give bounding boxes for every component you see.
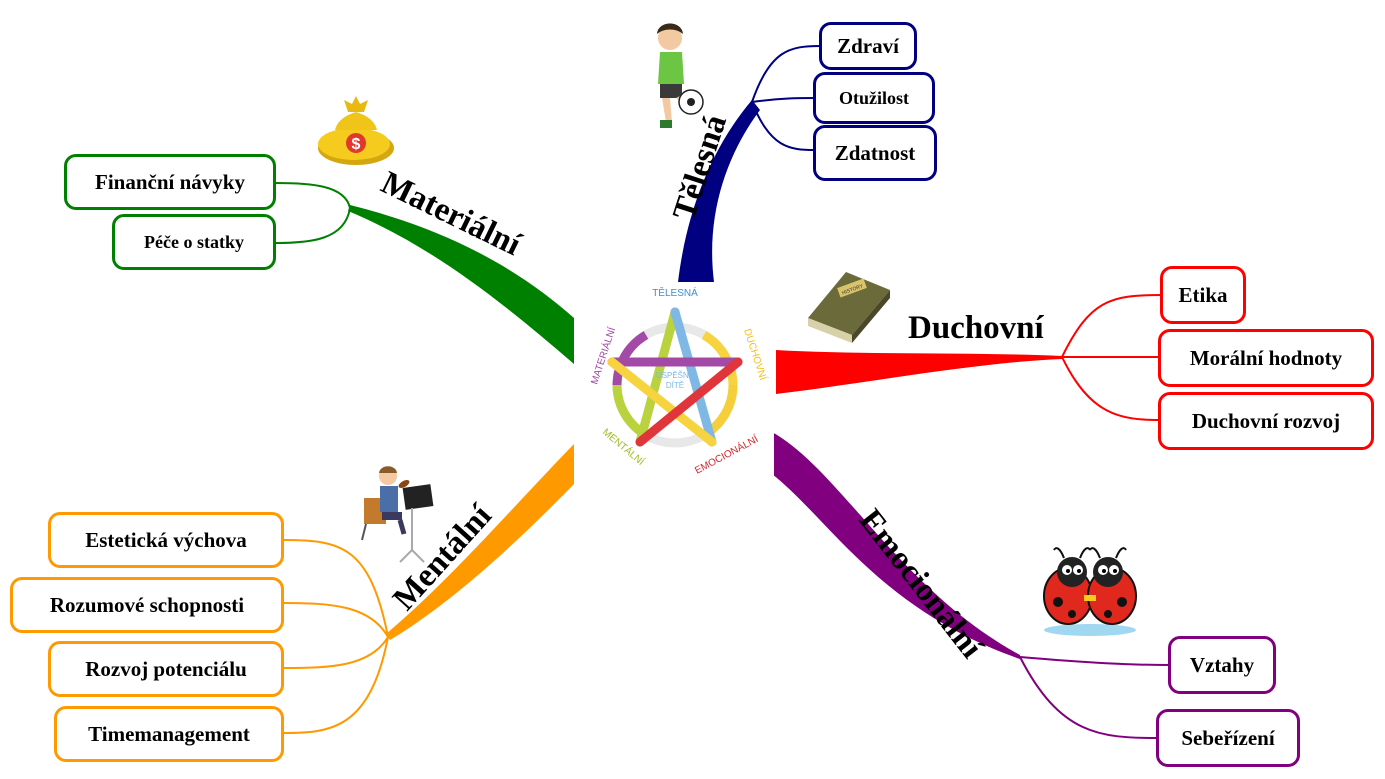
connector-materialni-2 [275,207,351,244]
node-duchovni-rozvoj: Duchovní rozvoj [1158,392,1374,450]
connector-telesna-1 [751,45,821,103]
center-emblem: ÚSPĚŠNÉ DÍTĚ TĚLESNÁ DUCHOVNÍ EMOCIONÁLN… [574,282,774,478]
connector-mentalni-2 [281,602,389,638]
soccer-player-icon [657,23,704,128]
connector-telesna-3 [751,101,816,151]
connector-duchovni-3 [1061,356,1161,421]
center-label-telesna: TĚLESNÁ [652,286,698,299]
connector-duchovni-1 [1061,294,1163,358]
violinist-icon [361,466,434,563]
node-rozumove-schopnosti: Rozumové schopnosti [10,577,284,633]
branch-materialni [348,205,574,364]
ladybugs-icon [1043,547,1137,636]
branch-mentalni [386,444,574,640]
node-timemanagement: Timemanagement [54,706,284,762]
branch-duchovni [776,350,1062,394]
branch-telesna [678,100,760,282]
connector-materialni-1 [275,182,351,209]
branch-label-emocionalni: Emocionální [852,503,990,666]
node-seberizeni: Sebeřízení [1156,709,1300,767]
center-core-line2: DÍTĚ [666,381,684,390]
node-vztahy: Vztahy [1168,636,1276,694]
node-pece-o-statky: Péče o statky [112,214,276,270]
connector-emocionalni-1 [1019,656,1171,666]
node-zdravi: Zdraví [819,22,917,70]
connector-telesna-2 [751,97,816,103]
node-esteticka-vychova: Estetická výchova [48,512,284,568]
branch-emocionalni [772,432,1020,659]
connector-emocionalni-2 [1019,656,1159,739]
connector-mentalni-4 [282,636,389,734]
node-etika: Etika [1160,266,1246,324]
money-bag-icon: $ [318,96,394,165]
node-otuzilost: Otužilost [813,72,935,124]
node-moralni-hodnoty: Morální hodnoty [1158,329,1374,387]
branch-label-duchovni: Duchovní [908,310,1045,346]
node-rozvoj-potencialu: Rozvoj potenciálu [48,641,284,697]
node-zdatnost: Zdatnost [813,125,937,181]
connector-mentalni-3 [281,636,389,669]
center-core-line1: ÚSPĚŠNÉ [656,371,694,380]
svg-text:$: $ [352,136,361,153]
book-icon: HISTORY [808,272,890,343]
node-financni-navyky: Finanční návyky [64,154,276,210]
connector-mentalni-1 [282,539,389,638]
